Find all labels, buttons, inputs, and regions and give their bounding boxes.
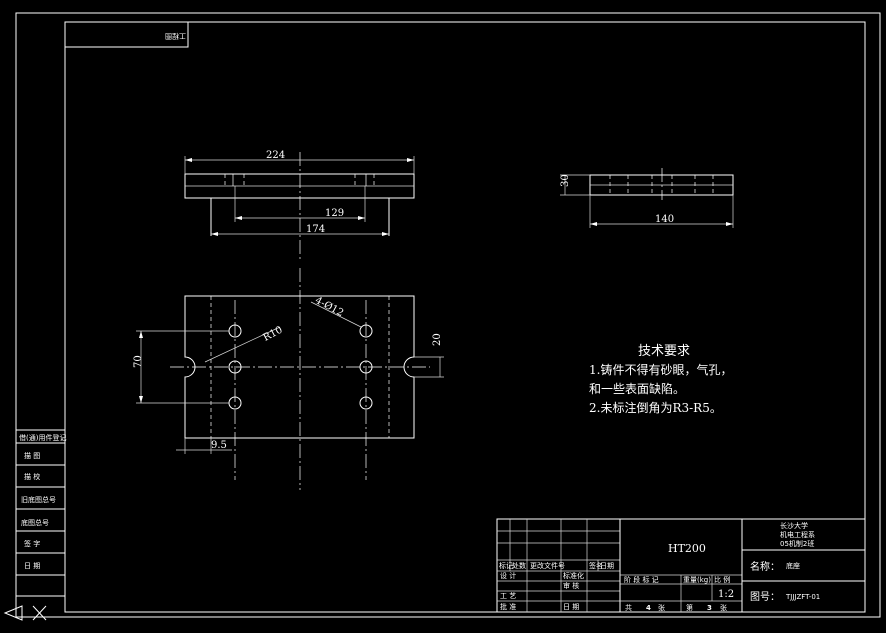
tb-sheets: 共	[625, 603, 632, 612]
plan-view	[136, 268, 444, 490]
tb-material: HT200	[668, 542, 706, 555]
tb-sheet-unit: 张	[720, 603, 727, 612]
tb-total-sheets-value: 4	[646, 604, 651, 612]
tb-standard: 标准化	[563, 571, 584, 580]
dim-hole-spec: 4-Ø12	[313, 295, 345, 319]
side-registration-table	[15, 429, 66, 597]
tb-process: 工 艺	[500, 592, 516, 600]
dim-notch-depth: 20	[432, 333, 443, 346]
dim-vertical-span: 70	[133, 355, 144, 368]
inner-frame	[64, 21, 866, 613]
side-label-3: 旧底图总号	[21, 495, 56, 504]
orientation-marker	[3, 605, 47, 621]
title-block-grid	[496, 518, 866, 613]
tb-weight: 重量(kg)	[683, 576, 711, 584]
side-label-6: 日 期	[24, 562, 40, 570]
tb-row-change: 更改文件号	[530, 561, 565, 570]
tb-row-count: 处数	[512, 561, 526, 570]
side-label-5: 签 字	[24, 539, 40, 548]
dim-slot-span: 129	[325, 208, 344, 219]
notes-line-2: 和一些表面缺陷。	[589, 381, 685, 396]
side-label-2: 描 校	[24, 472, 40, 481]
tb-ratio: 比 例	[714, 575, 730, 584]
tb-approve: 批 准	[500, 602, 516, 611]
tb-row-mark: 标记	[499, 561, 513, 570]
dim-side-height: 30	[560, 174, 571, 187]
tb-row-date: 日期	[600, 562, 614, 570]
dim-edge-offset: 9.5	[211, 440, 227, 451]
front-view	[184, 152, 415, 262]
side-label-1: 描 图	[24, 451, 40, 460]
tb-drawing-no-label: 图号：	[750, 591, 780, 603]
tb-sheet-number-value: 3	[707, 604, 712, 612]
dim-top-width: 224	[266, 150, 285, 161]
corner-tag-text: 工程图	[165, 32, 186, 41]
tb-scale: 1:2	[718, 589, 734, 600]
tb-stage-mark: 阶 段 标 记	[624, 575, 659, 584]
side-label-4: 底图总号	[21, 518, 49, 527]
side-label-0: 借(通)用件登记	[19, 433, 66, 442]
corner-tag-box	[64, 21, 189, 48]
tb-design: 设 计	[500, 571, 516, 580]
tb-name-value: 底座	[786, 561, 800, 570]
tb-sheet-of: 张	[658, 603, 665, 612]
notes-line-1: 1.铸件不得有砂眼，气孔，	[589, 362, 732, 377]
dim-bottom-width: 174	[306, 224, 325, 235]
dim-side-width: 140	[655, 214, 674, 225]
notes-title: 技术要求	[638, 344, 690, 359]
tb-school-line-3: 05机制2班	[780, 539, 814, 548]
tb-check: 审 核	[563, 581, 579, 590]
tb-school-line-1: 长沙大学	[780, 521, 808, 530]
tb-date-label: 日 期	[563, 603, 579, 611]
tb-drawing-no-value: TJJJZFT-01	[785, 593, 820, 601]
tb-name-label: 名称：	[750, 560, 780, 573]
side-view	[560, 168, 734, 228]
tb-row-sign: 签名	[589, 561, 603, 570]
dim-radius: R10	[262, 325, 285, 344]
notes-line-3: 2.未标注倒角为R3-R5。	[589, 400, 722, 415]
tb-school-line-2: 机电工程系	[780, 530, 815, 539]
outer-frame	[15, 12, 881, 618]
tb-sheet-no: 第	[686, 603, 693, 612]
